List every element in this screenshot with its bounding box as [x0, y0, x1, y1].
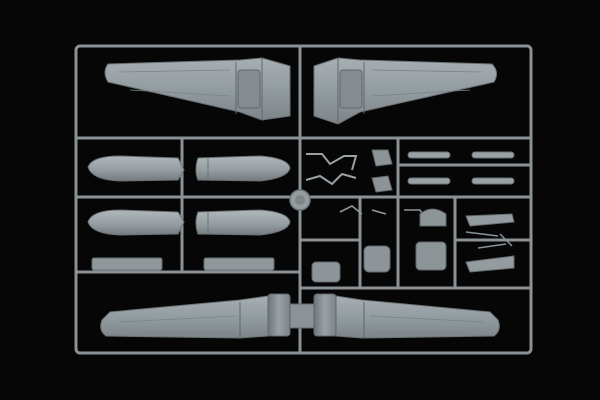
gear-bay-parts [371, 149, 393, 193]
engine-pod-upper-left [87, 155, 185, 182]
seat-parts [311, 208, 447, 283]
engine-pod-lower-right [195, 209, 291, 236]
lower-wing-center [289, 303, 315, 329]
exhaust-tubes [407, 151, 515, 185]
small-parts-bars [91, 257, 275, 271]
sprue-hub [289, 189, 311, 211]
engine-pod-lower-left [87, 209, 185, 236]
upper-wing-left [104, 57, 291, 121]
sprue-frame [74, 44, 533, 355]
engine-pod-upper-right [195, 155, 291, 182]
upper-wing-right [313, 57, 498, 125]
landing-gear-struts [305, 153, 358, 186]
stabilizer-pins [465, 231, 513, 249]
lower-wing-left [100, 293, 291, 339]
lower-wing-right [313, 293, 500, 339]
stabilizer-parts [465, 213, 515, 273]
